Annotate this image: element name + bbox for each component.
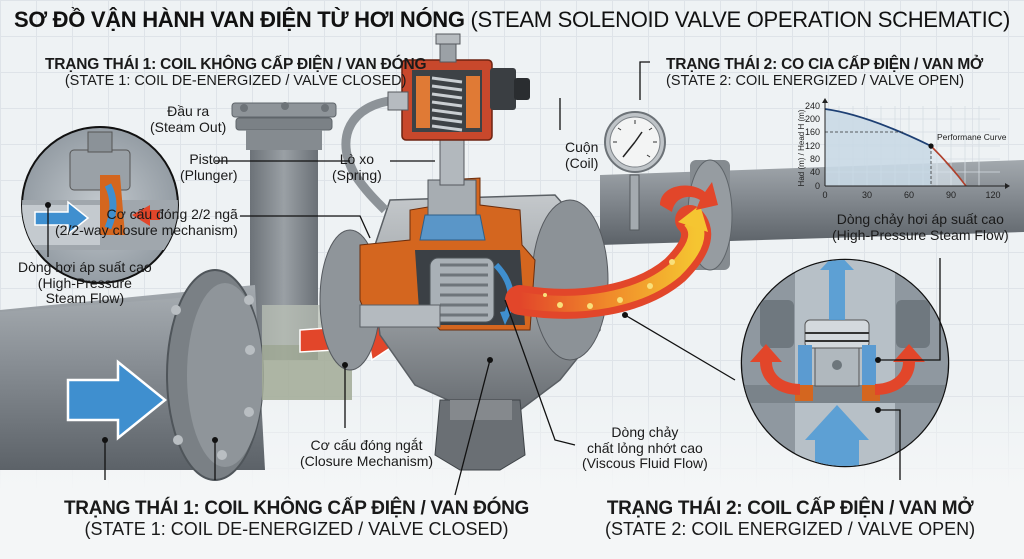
x-tick-120: 120 — [985, 190, 1000, 200]
y-tick-80: 80 — [810, 154, 820, 164]
state2-bottom-label: TRẠNG THÁI 2: COIL CẤP ĐIỆN / VAN MỞ (ST… — [605, 498, 975, 539]
state2-top-heading: TRẠNG THÁI 2: CO CIA CẤP ĐIỆN / VAN MỞ — [666, 56, 984, 73]
callout-hp-steam-left-en1: (High-Pressure — [37, 274, 132, 291]
chart-annotation: Performane Curve — [937, 132, 1007, 142]
callout-hp-steam-right-en: (High-Pressure Steam Flow) — [832, 226, 1009, 243]
callout-spring-en: (Spring) — [332, 166, 382, 183]
state1-top-label: TRẠNG THÁI 1: COIL KHÔNG CẤP ĐIỆN / VAN … — [45, 56, 427, 90]
callout-coil-vi: Cuộn — [565, 139, 599, 155]
callout-closure-2way-vi: Cơ cấu đóng 2/2 ngã — [106, 206, 238, 222]
y-tick-0: 0 — [815, 181, 820, 191]
state2-top-label: TRẠNG THÁI 2: CO CIA CẤP ĐIỆN / VAN MỞ (… — [666, 56, 983, 90]
chart-ylabel: Had (m) / Head H (m) — [797, 109, 806, 186]
callout-closure-mechanism: Cơ cấu đóng ngắt (Closure Mechanism) — [300, 437, 434, 469]
callout-viscous-vi1: Dòng chảy — [611, 424, 679, 440]
callout-viscous-vi2: chất lỏng nhớt cao — [586, 439, 703, 456]
callout-steam-out-en: (Steam Out) — [150, 118, 227, 135]
callout-hp-steam-left-en2: Steam Flow) — [45, 290, 125, 307]
state2-top-sub: (STATE 2: COIL ENERGIZED / VALVE OPEN) — [666, 73, 965, 90]
page-title: SƠ ĐỒ VẬN HÀNH VAN ĐIỆN TỪ HƠI NÓNG (STE… — [0, 7, 1024, 33]
performance-chart: 240 200 160 120 80 40 0 0 30 60 90 120 P… — [795, 98, 1010, 203]
callout-piston: Piston (Plunger) — [180, 151, 238, 183]
title-vi: SƠ ĐỒ VẬN HÀNH VAN ĐIỆN TỪ HƠI NÓNG — [13, 7, 465, 32]
state1-top-sub: (STATE 1: COIL DE-ENERGIZED / VALVE CLOS… — [64, 73, 407, 90]
y-tick-240: 240 — [805, 101, 820, 111]
x-tick-0: 0 — [822, 190, 827, 200]
y-tick-200: 200 — [805, 114, 820, 124]
state2-bottom-heading: TRẠNG THÁI 2: COIL CẤP ĐIỆN / VAN MỞ — [606, 498, 974, 519]
callout-coil: Cuộn (Coil) — [565, 139, 599, 171]
callout-closure-mech-en: (Closure Mechanism) — [300, 452, 434, 469]
callout-closure-2way-en: (2/2-way closure mechanism) — [55, 221, 238, 238]
state1-top-heading: TRẠNG THÁI 1: COIL KHÔNG CẤP ĐIỆN / VAN … — [45, 56, 427, 73]
callout-closure-2way: Cơ cấu đóng 2/2 ngã (2/2-way closure mec… — [55, 206, 238, 238]
x-tick-30: 30 — [862, 190, 872, 200]
callout-viscous-en: (Viscous Fluid Flow) — [582, 455, 708, 472]
performance-chart-svg: 240 200 160 120 80 40 0 0 30 60 90 120 P… — [797, 98, 1010, 200]
state1-bottom-label: TRẠNG THÁI 1: COIL KHÔNG CẤP ĐIỆN / VAN … — [64, 498, 529, 539]
state2-bottom-sub: (STATE 2: COIL ENERGIZED / VALVE OPEN) — [605, 519, 976, 540]
callout-hp-steam-right-vi: Dòng chảy hơi áp suất cao — [836, 211, 1004, 227]
callout-spring-vi: Lò xo — [339, 151, 375, 167]
title-en: (STEAM SOLENOID VALVE OPERATION SCHEMATI… — [470, 7, 1011, 32]
callout-viscous-flow: Dòng chảy chất lỏng nhớt cao (Viscous Fl… — [582, 424, 708, 472]
state1-bottom-sub: (STATE 1: COIL DE-ENERGIZED / VALVE CLOS… — [84, 519, 509, 540]
callout-hp-steam-left: Dòng hơi áp suất cao (High-Pressure Stea… — [18, 259, 152, 307]
callout-hp-steam-left-vi: Dòng hơi áp suất cao — [18, 259, 152, 275]
y-tick-120: 120 — [805, 141, 820, 151]
y-tick-40: 40 — [810, 167, 820, 177]
callout-piston-vi: Piston — [189, 151, 229, 167]
x-tick-90: 90 — [946, 190, 956, 200]
callout-closure-mech-vi: Cơ cấu đóng ngắt — [310, 437, 423, 453]
x-tick-60: 60 — [904, 190, 914, 200]
y-tick-160: 160 — [805, 127, 820, 137]
callout-steam-out-vi: Đầu ra — [167, 103, 210, 119]
callout-piston-en: (Plunger) — [180, 166, 238, 183]
callout-steam-out: Đầu ra (Steam Out) — [150, 103, 227, 135]
callout-coil-en: (Coil) — [565, 154, 599, 171]
callout-spring: Lò xo (Spring) — [332, 151, 382, 183]
callout-hp-steam-right: Dòng chảy hơi áp suất cao (High-Pressure… — [832, 211, 1009, 243]
state1-bottom-heading: TRẠNG THÁI 1: COIL KHÔNG CẤP ĐIỆN / VAN … — [64, 498, 529, 519]
